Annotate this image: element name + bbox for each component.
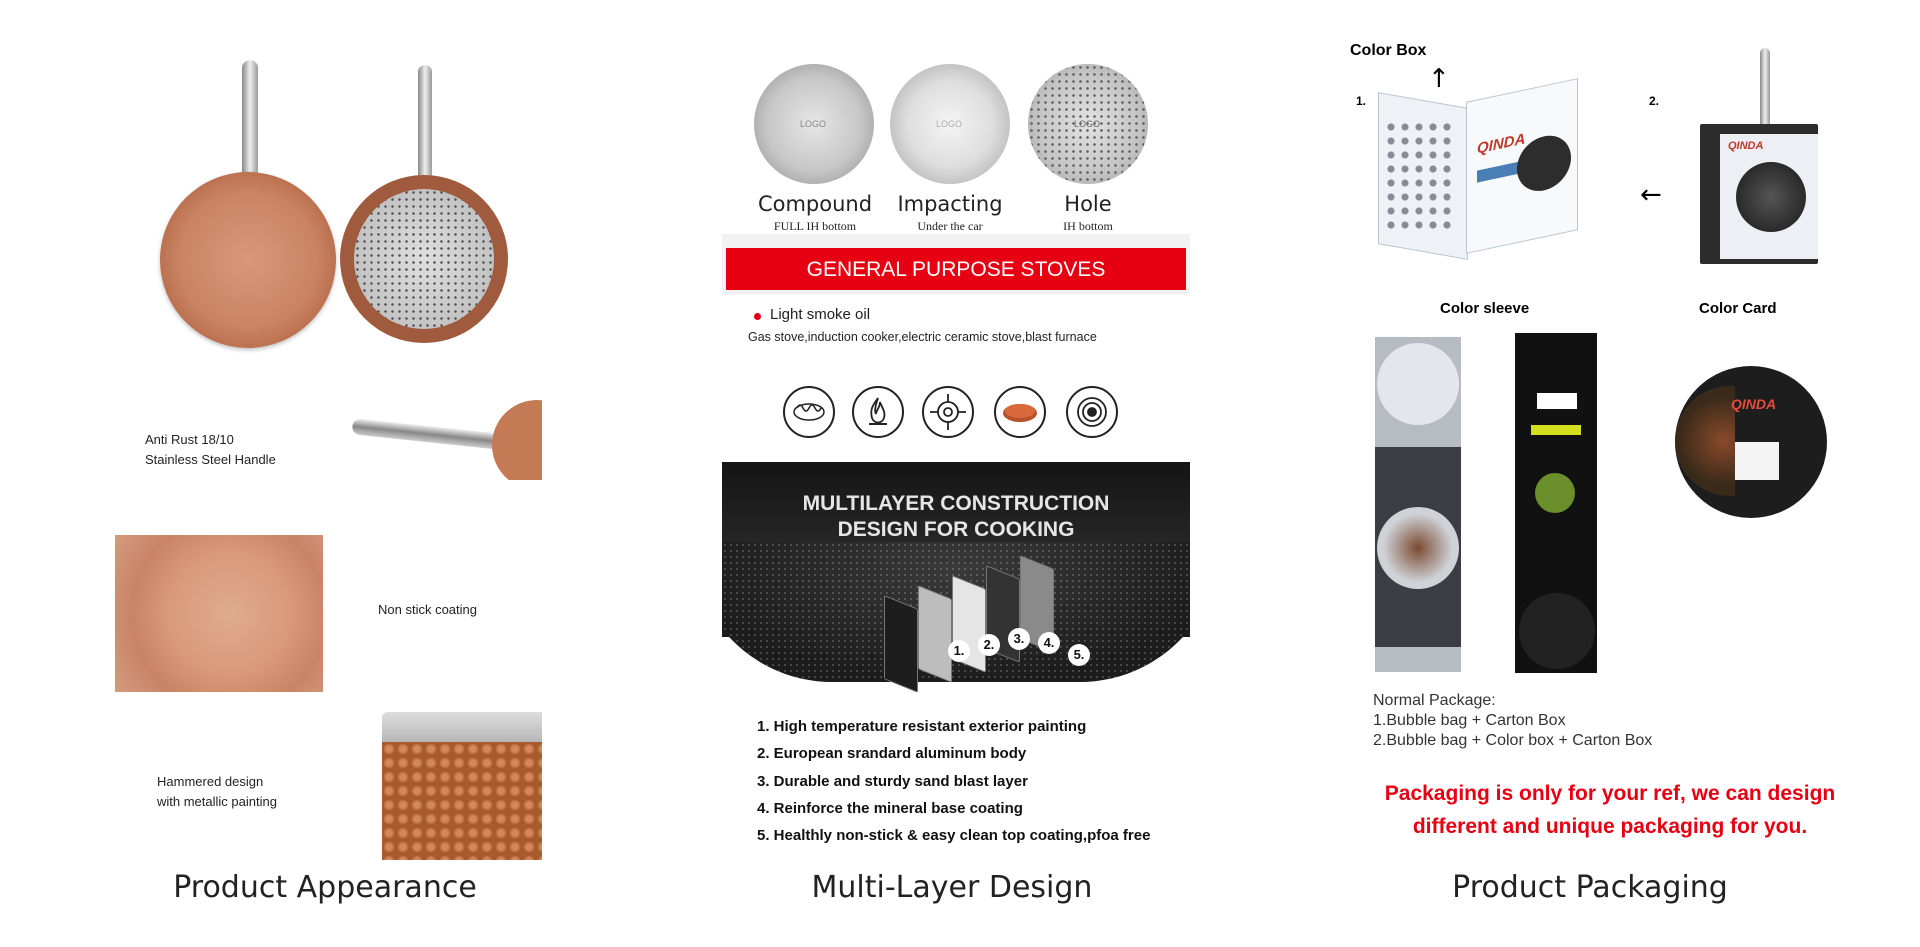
- layer-desc-1: 1. High temperature resistant exterior p…: [757, 718, 1087, 735]
- handle-closeup-image: [352, 400, 542, 480]
- feature-hammered-label: Hammered design with metallic painting: [157, 774, 277, 809]
- layer-desc-3: 3. Durable and sturdy sand blast layer: [757, 773, 1028, 790]
- bottom-title-compound: Compound: [757, 192, 873, 216]
- bottom-sub-hole: IH bottom: [1063, 219, 1113, 233]
- pan-handle: [242, 60, 258, 180]
- induction-coil-icon: [783, 386, 835, 438]
- layer-number-2: 2.: [978, 634, 1000, 656]
- pan-handle: [418, 65, 432, 183]
- layer-number-5: 5.: [1068, 644, 1090, 666]
- layer-number-3: 3.: [1008, 628, 1030, 650]
- layer-number-1: 1.: [948, 640, 970, 662]
- normal-package-2: 2.Bubble bag + Color box + Carton Box: [1373, 732, 1653, 749]
- color-sleeve-black-image: [1515, 333, 1597, 673]
- color-box-image: QINDA: [1378, 78, 1578, 260]
- electric-hob-icon: [1066, 386, 1118, 438]
- smoke-label: Light smoke oil: [770, 306, 871, 323]
- feature-nonstick-label: Non stick coating: [378, 602, 477, 617]
- stoves-banner: GENERAL PURPOSE STOVES: [722, 234, 1190, 294]
- construction-title-1: MULTILAYER CONSTRUCTION: [802, 492, 1110, 515]
- box2-brand-text: QINDA: [1728, 140, 1764, 152]
- hole-bottom-image: LOGO: [1028, 64, 1148, 184]
- bottom-sub-compound: FULL IH bottom: [773, 219, 857, 233]
- construction-panel: MULTILAYER CONSTRUCTION DESIGN FOR COOKI…: [722, 462, 1190, 712]
- layer-tab-1: [884, 595, 918, 693]
- packaging-note-2: different and unique packaging for you.: [1412, 815, 1808, 838]
- color-sleeve-grey-image: [1375, 337, 1461, 672]
- layer-number-4: 4.: [1038, 632, 1060, 654]
- flame-icon: [852, 386, 904, 438]
- step-2-label: 2.: [1649, 94, 1660, 108]
- gas-burner-icon: [922, 386, 974, 438]
- caption-product-appearance: Product Appearance: [173, 870, 477, 905]
- bottom-sub-impacting: Under the car: [917, 219, 983, 233]
- logo-text: LOGO: [1074, 119, 1101, 129]
- construction-title-2: DESIGN FOR COOKING: [837, 518, 1075, 541]
- caption-multi-layer-design: Multi-Layer Design: [811, 870, 1093, 905]
- color-box-open-image: QINDA: [1690, 48, 1820, 268]
- caption-product-packaging: Product Packaging: [1452, 870, 1728, 905]
- pan-induction-plate: [354, 189, 494, 329]
- color-card-label: Color Card: [1699, 300, 1777, 317]
- hammered-pot-image: [372, 712, 542, 860]
- bottom-title-impacting: Impacting: [897, 192, 1003, 216]
- nonstick-closeup-image: [115, 535, 323, 692]
- layer-desc-4: 4. Reinforce the mineral base coating: [757, 800, 1023, 817]
- color-box-label: Color Box: [1350, 42, 1427, 59]
- compound-bottom-image: LOGO: [754, 64, 874, 184]
- layer-tab-2: [918, 585, 952, 683]
- arrow-left-icon: ←: [1640, 180, 1662, 210]
- ceramic-plate-icon: [994, 386, 1046, 438]
- pan-bottom-image: [340, 65, 510, 360]
- layer-desc-5: 5. Healthly non-stick & easy clean top c…: [757, 827, 1151, 844]
- copper-pan-front-image: [160, 60, 340, 360]
- logo-text: LOGO: [800, 119, 827, 129]
- normal-package-1: 1.Bubble bag + Carton Box: [1373, 712, 1566, 729]
- box-brand-text: QINDA: [1477, 130, 1526, 158]
- pan-body: [160, 172, 336, 348]
- bottom-title-hole: Hole: [1064, 192, 1112, 216]
- feature-handle-label: Anti Rust 18/10 Stainless Steel Handle: [145, 432, 276, 467]
- normal-package-title: Normal Package:: [1373, 692, 1496, 709]
- color-card-image: QINDA: [1675, 366, 1827, 518]
- stoves-text: Gas stove,induction cooker,electric cera…: [748, 330, 1097, 344]
- arrow-up-icon: ↑: [1428, 64, 1450, 94]
- stoves-banner-text: GENERAL PURPOSE STOVES: [806, 258, 1106, 281]
- card-brand-text: QINDA: [1731, 396, 1777, 412]
- impacting-bottom-image: LOGO: [890, 64, 1010, 184]
- packaging-note-1: Packaging is only for your ref, we can d…: [1384, 782, 1836, 805]
- logo-text: LOGO: [936, 119, 963, 129]
- smoke-bullet: [754, 313, 761, 320]
- step-1-label: 1.: [1356, 94, 1367, 108]
- color-sleeve-label: Color sleeve: [1440, 300, 1530, 317]
- layer-desc-2: 2. European srandard aluminum body: [757, 745, 1027, 762]
